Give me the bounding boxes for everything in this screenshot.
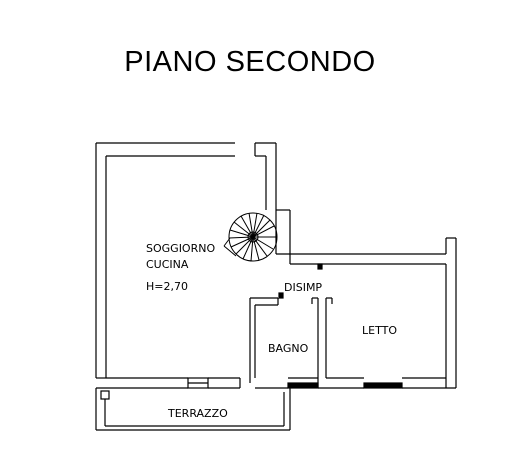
label-height: H=2,70	[146, 280, 188, 293]
window-bagno	[287, 382, 319, 389]
label-soggiorno: SOGGIORNO	[146, 242, 215, 255]
spiral-staircase	[223, 212, 278, 262]
label-terrazzo: TERRAZZO	[167, 407, 228, 420]
top-wall-right	[254, 142, 277, 254]
window-letto	[363, 382, 403, 389]
door-jambs	[278, 263, 323, 299]
label-bagno: BAGNO	[268, 342, 309, 355]
plan-title: PIANO SECONDO	[124, 46, 376, 78]
left-exterior-wall	[95, 142, 235, 379]
bagno-walls	[249, 297, 333, 388]
terrace-outline	[95, 388, 291, 431]
label-letto: LETTO	[362, 324, 397, 337]
bottom-wall	[96, 377, 456, 389]
label-disimp: DISIMP	[284, 281, 322, 294]
stair-well-wall	[276, 209, 446, 265]
right-exterior-wall	[445, 237, 457, 388]
label-cucina: CUCINA	[146, 258, 189, 271]
window-soggiorno	[187, 377, 209, 389]
